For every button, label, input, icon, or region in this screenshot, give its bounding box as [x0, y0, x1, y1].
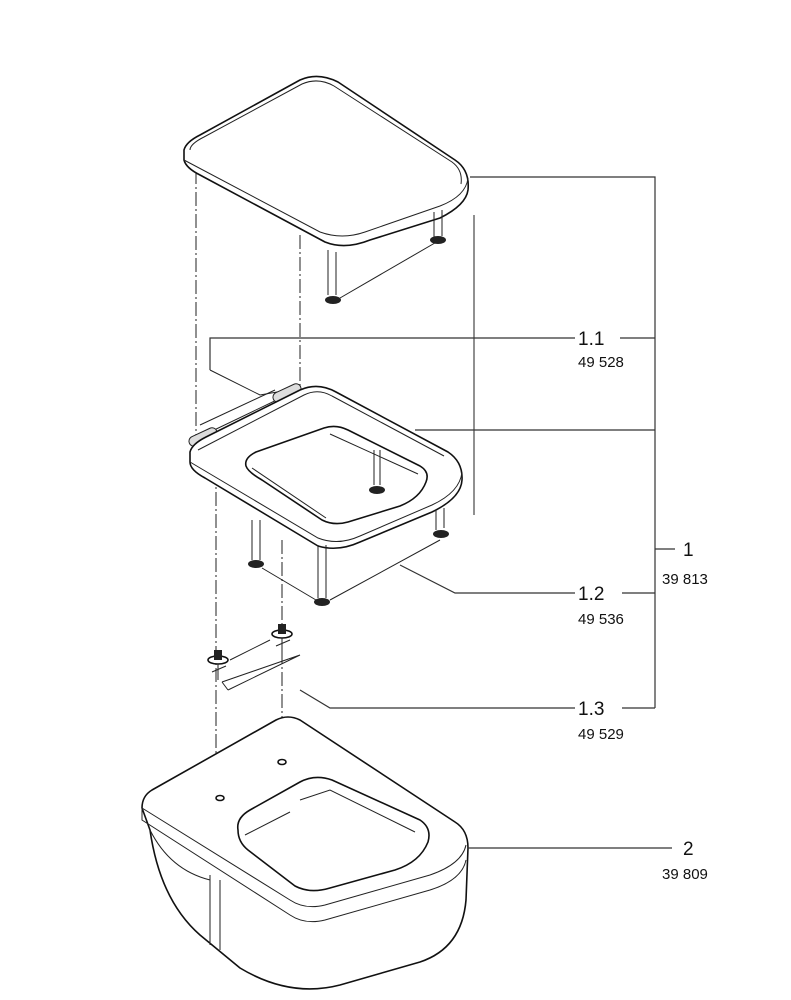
- part-number-1-3: 49 529: [578, 726, 624, 743]
- toilet-lid: [183, 75, 470, 304]
- leader-lines: [209, 176, 675, 849]
- hinge-assembly: [188, 369, 302, 447]
- toilet-seat: [189, 385, 463, 606]
- part-number-2: 39 809: [662, 866, 708, 883]
- part-label-1-3: 1.3: [578, 699, 604, 720]
- wc-bowl: [141, 716, 469, 990]
- part-label-2: 2: [683, 839, 694, 860]
- part-number-1-1: 49 528: [578, 354, 624, 371]
- part-number-1-2: 49 536: [578, 611, 624, 628]
- buffer-pad: [430, 236, 446, 244]
- buffer-pad: [325, 296, 341, 304]
- part-label-1: 1: [683, 540, 694, 561]
- part-number-1: 39 813: [662, 571, 708, 588]
- part-label-1-2: 1.2: [578, 584, 604, 605]
- part-label-1-1: 1.1: [578, 329, 604, 350]
- fixing-set: [207, 624, 301, 691]
